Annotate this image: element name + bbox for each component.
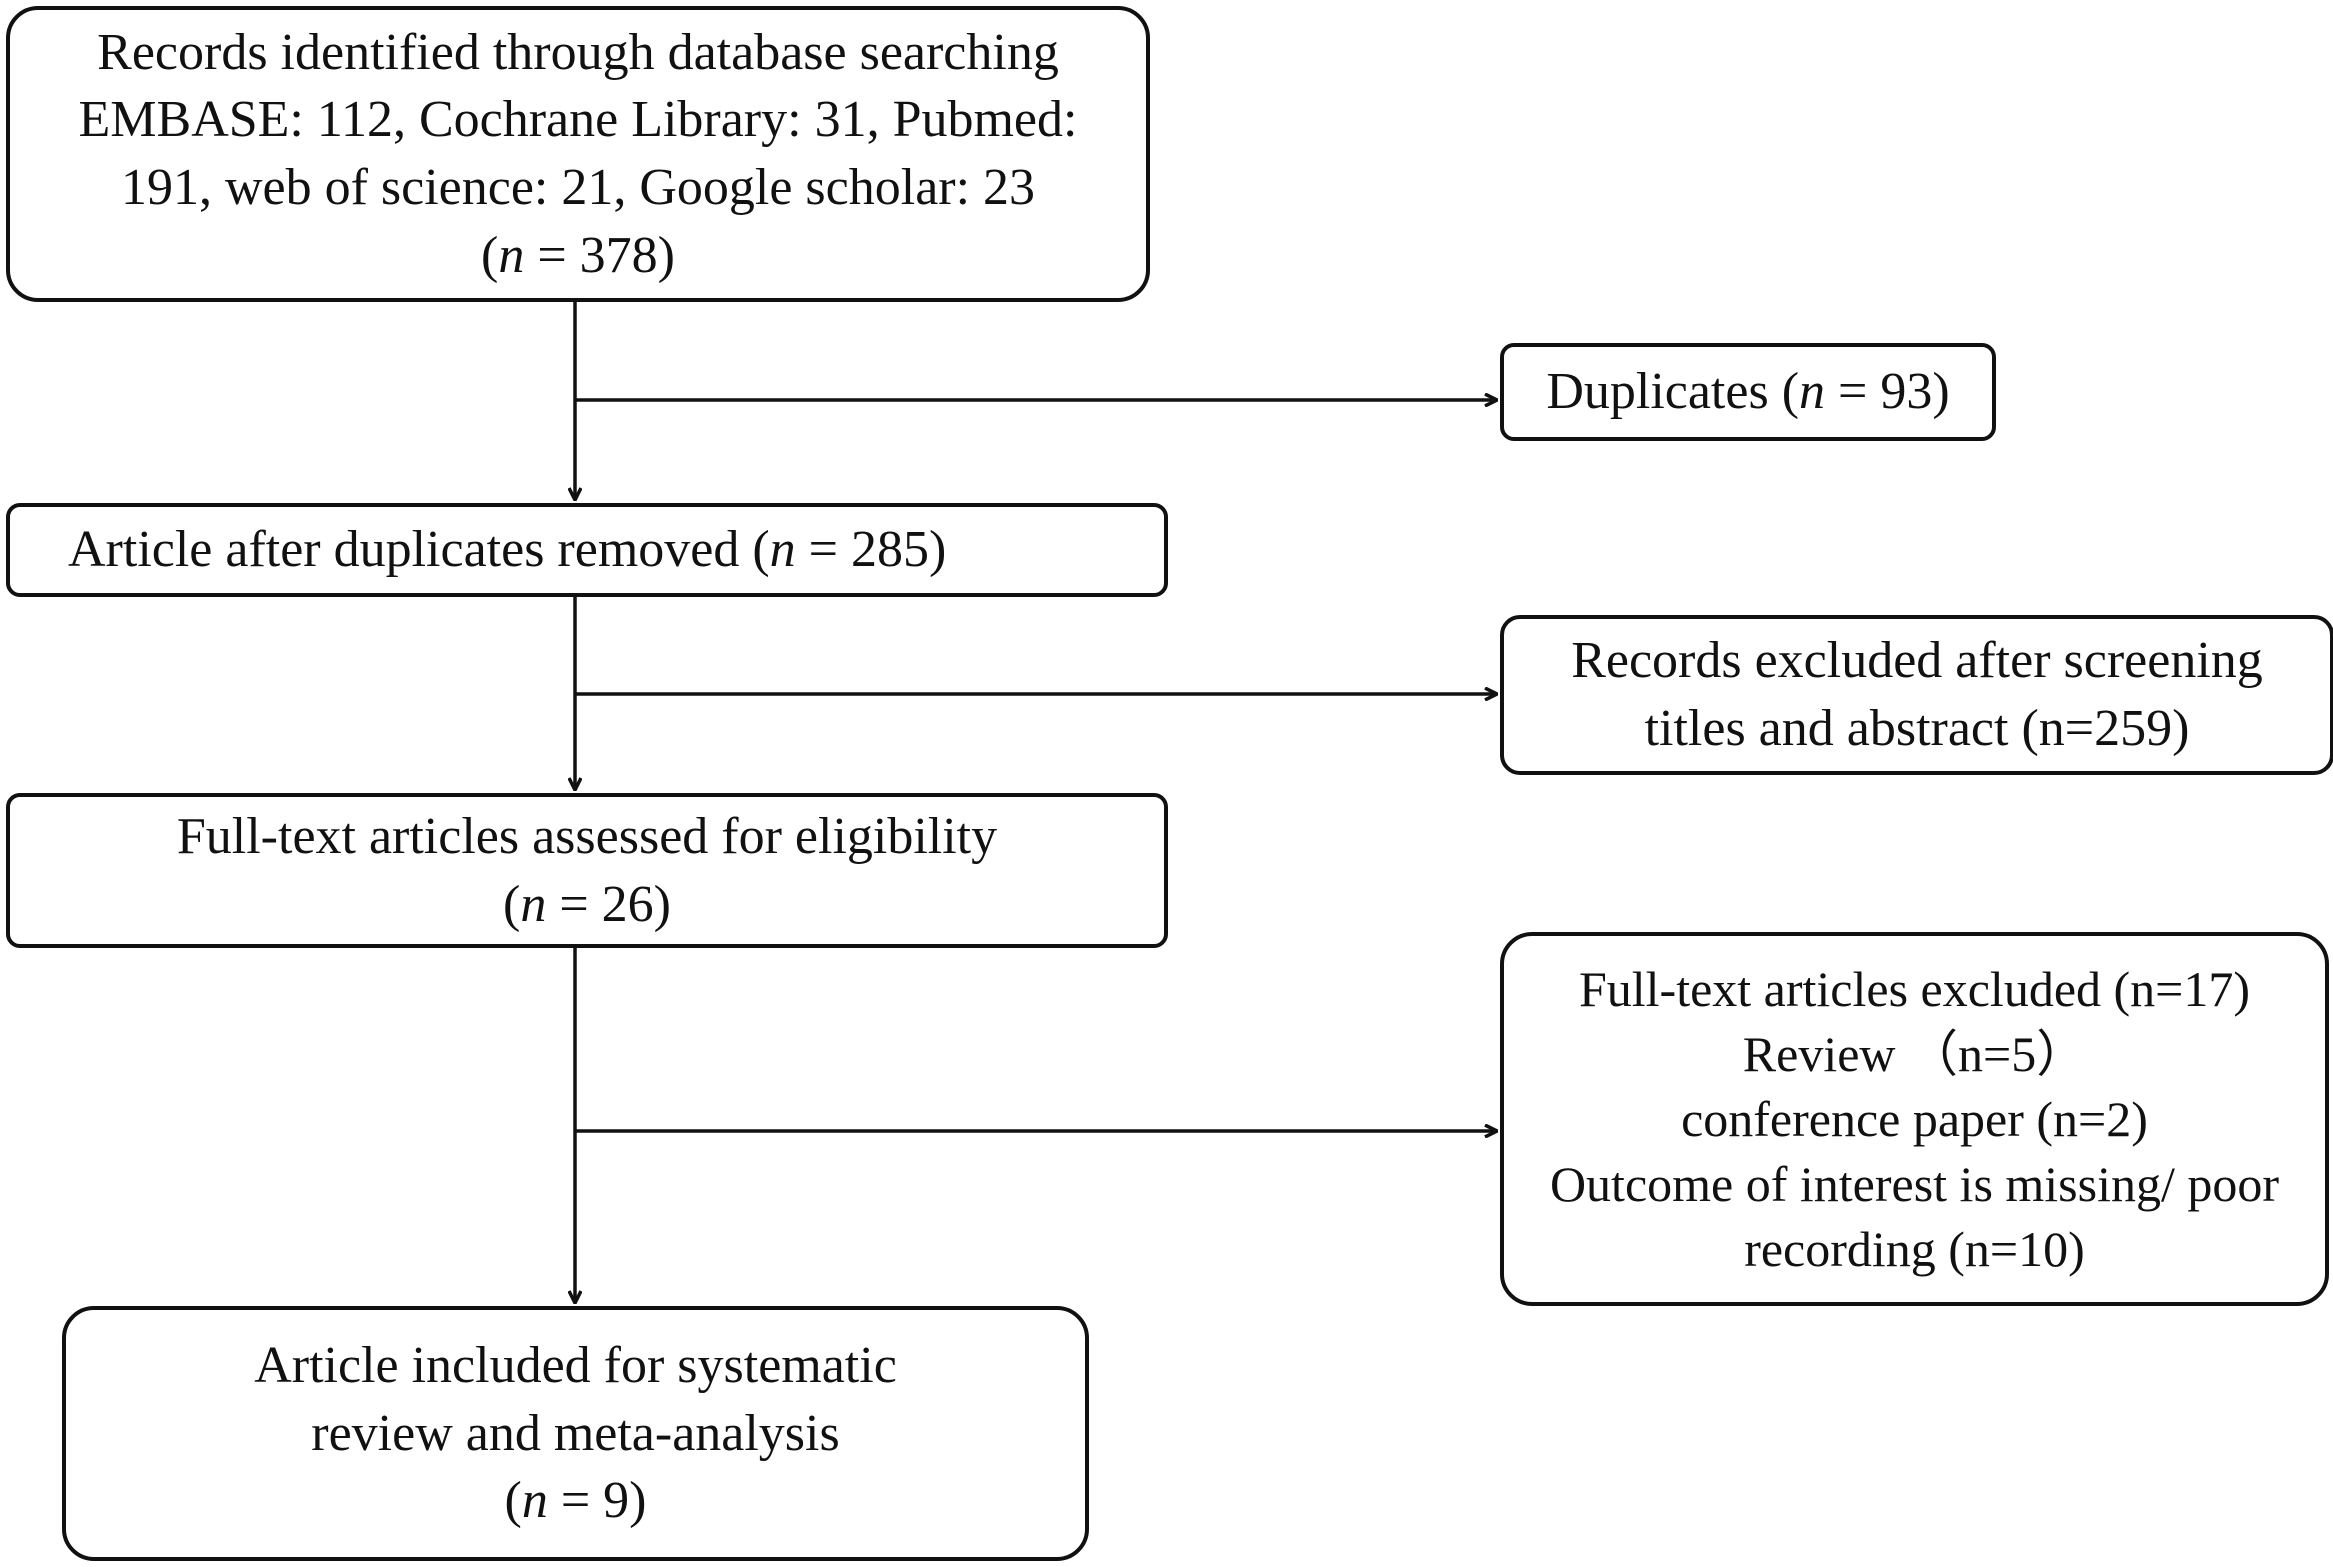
records-count: (n = 378) xyxy=(481,226,675,284)
records-line2: EMBASE: 112, Cochrane Library: 31, Pubme… xyxy=(78,91,1078,149)
records-line3: 191, web of science: 21, Google scholar:… xyxy=(120,159,1036,216)
after-duplicates-removed-box: Article after duplicates removed (n = 28… xyxy=(6,503,1168,597)
fulltext-excluded-box: Full-text articles excluded (n=17) Revie… xyxy=(1500,932,2329,1306)
fulltext-assessed-line1: Full-text articles assessed for eligibil… xyxy=(176,807,998,865)
fulltext-excluded-line2: Review （n=5） xyxy=(1742,1025,2087,1082)
duplicates-text: Duplicates (n = 93) xyxy=(1546,363,1950,421)
included-line2: review and meta-analysis xyxy=(311,1404,840,1462)
included-count: (n = 9) xyxy=(504,1472,647,1530)
records-excluded-screening-box: Records excluded after screening titles … xyxy=(1500,615,2333,775)
fulltext-assessed-count: (n = 26) xyxy=(503,875,671,933)
articles-included-box: Article included for systematic review a… xyxy=(62,1306,1089,1561)
excluded-screening-line2: titles and abstract (n=259) xyxy=(1644,700,2190,757)
fulltext-assessed-box: Full-text articles assessed for eligibil… xyxy=(6,793,1168,948)
fulltext-excluded-line4: Outcome of interest is missing/ poor xyxy=(1549,1155,2280,1212)
fulltext-excluded-line1: Full-text articles excluded (n=17) xyxy=(1578,960,2251,1017)
included-line1: Article included for systematic xyxy=(254,1337,897,1395)
fulltext-excluded-line5: recording (n=10) xyxy=(1744,1220,2085,1277)
fulltext-excluded-line3: conference paper (n=2) xyxy=(1681,1090,2148,1147)
duplicates-box: Duplicates (n = 93) xyxy=(1500,343,1996,441)
records-line1: Records identified through database sear… xyxy=(97,23,1059,81)
after-removed-text: Article after duplicates removed (n = 28… xyxy=(68,521,947,579)
records-identified-box: Records identified through database sear… xyxy=(6,6,1150,302)
excluded-screening-line1: Records excluded after screening xyxy=(1571,632,2263,690)
